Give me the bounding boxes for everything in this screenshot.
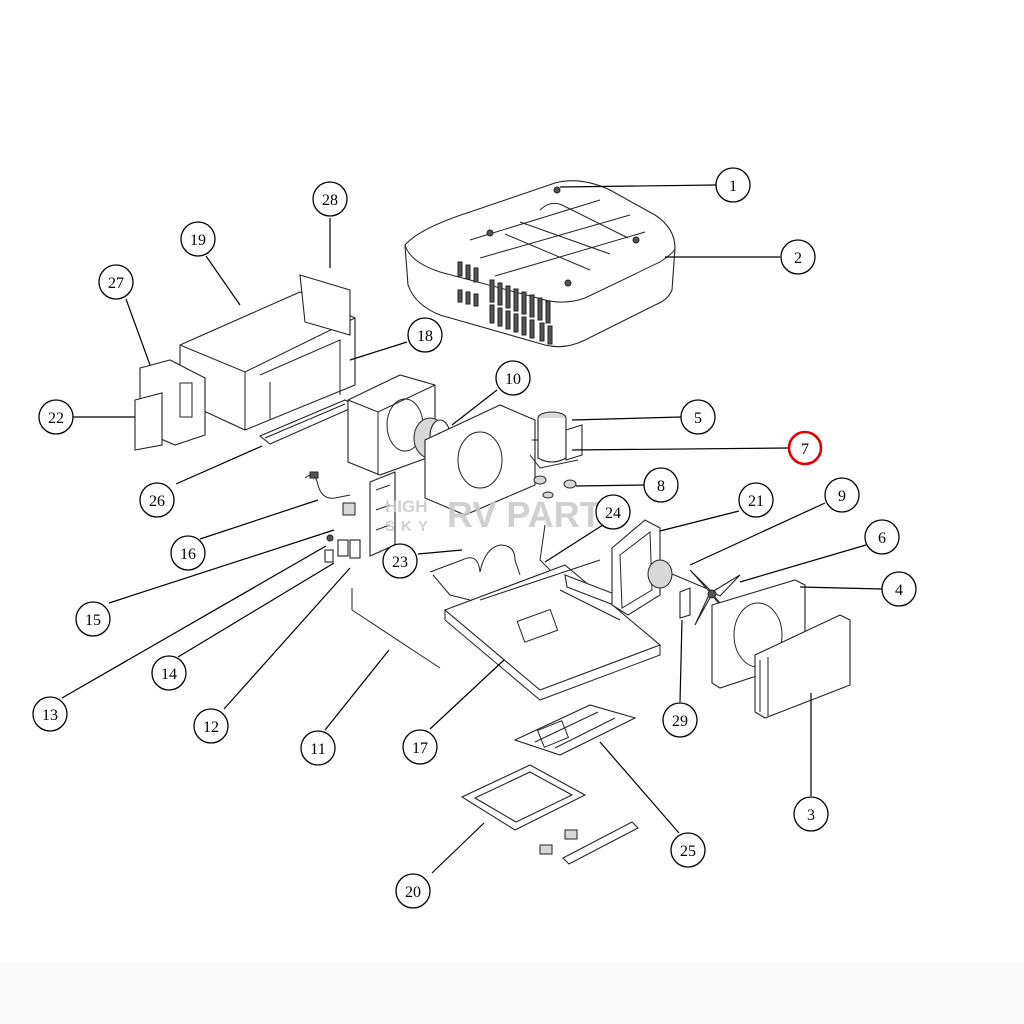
callout-6-label: 6 [878, 530, 886, 547]
callout-13-label: 13 [42, 707, 58, 724]
callout-15-label: 15 [85, 612, 101, 629]
evaporator-housing-part [179, 274, 356, 431]
callout-4[interactable]: 4 [881, 571, 917, 607]
callout-5-label: 5 [694, 410, 702, 427]
foam-pad-part [539, 821, 639, 865]
callout-6[interactable]: 6 [864, 519, 900, 555]
callout-7-label: 7 [801, 441, 809, 458]
callout-21-label: 21 [748, 493, 764, 510]
callout-18[interactable]: 18 [407, 317, 443, 353]
callout-11[interactable]: 11 [300, 730, 336, 766]
callout-25-label: 25 [680, 843, 696, 860]
shroud-cover-part [404, 180, 676, 348]
gasket-part [460, 764, 587, 831]
copper-tubing-part [429, 524, 556, 601]
callout-19[interactable]: 19 [180, 221, 216, 257]
bracket-part [679, 587, 691, 619]
watermark-line2: SKY [385, 518, 434, 535]
callout-1[interactable]: 1 [715, 167, 751, 203]
side-panel-part [134, 359, 206, 451]
callout-7[interactable]: 7 [787, 430, 823, 466]
callout-9[interactable]: 9 [824, 477, 860, 513]
callout-22-label: 22 [48, 410, 64, 427]
watermark-line1: HIGH [385, 497, 428, 516]
callout-16-label: 16 [180, 546, 196, 563]
condenser-motor-part [611, 519, 711, 616]
callout-3-label: 3 [807, 807, 815, 824]
callout-1-label: 1 [729, 178, 737, 195]
callout-8[interactable]: 8 [643, 467, 679, 503]
callout-27[interactable]: 27 [98, 264, 134, 300]
callout-16[interactable]: 16 [170, 535, 206, 571]
callout-24-label: 24 [605, 505, 621, 522]
callout-11-label: 11 [310, 741, 325, 758]
ceiling-plate-part [513, 704, 637, 756]
callout-24[interactable]: 24 [595, 494, 631, 530]
callout-10-label: 10 [505, 371, 521, 388]
callout-28-label: 28 [322, 192, 338, 209]
capacitor-part [324, 534, 361, 563]
callout-29[interactable]: 29 [662, 702, 698, 738]
callout-3[interactable]: 3 [793, 796, 829, 832]
callout-25[interactable]: 25 [670, 832, 706, 868]
callout-12-label: 12 [203, 719, 219, 736]
footer-strip [0, 962, 1024, 1024]
leader-lines [61, 184, 883, 874]
callout-13[interactable]: 13 [32, 696, 68, 732]
callout-8-label: 8 [657, 478, 665, 495]
callout-27-label: 27 [108, 275, 124, 292]
grommet-part [533, 475, 577, 499]
callout-23[interactable]: 23 [382, 543, 418, 579]
callout-18-label: 18 [417, 328, 433, 345]
bulkhead-plate-part [424, 404, 536, 516]
callout-20-label: 20 [405, 884, 421, 901]
condenser-coil-part [754, 614, 851, 719]
callout-26[interactable]: 26 [139, 482, 175, 518]
callout-28[interactable]: 28 [312, 181, 348, 217]
callout-14-label: 14 [161, 666, 177, 683]
rod-part [351, 588, 441, 669]
wiring-harness-part [304, 471, 356, 516]
callout-14[interactable]: 14 [151, 655, 187, 691]
callout-29-label: 29 [672, 713, 688, 730]
callout-19-label: 19 [190, 232, 206, 249]
compressor-part [529, 411, 583, 469]
callout-17[interactable]: 17 [402, 729, 438, 765]
callout-10[interactable]: 10 [495, 360, 531, 396]
callout-21[interactable]: 21 [738, 482, 774, 518]
callout-15[interactable]: 15 [75, 601, 111, 637]
callout-5[interactable]: 5 [680, 399, 716, 435]
callout-4-label: 4 [895, 582, 903, 599]
callout-12[interactable]: 12 [193, 708, 229, 744]
callout-22[interactable]: 22 [38, 399, 74, 435]
callout-2[interactable]: 2 [780, 239, 816, 275]
callout-17-label: 17 [412, 740, 428, 757]
callout-26-label: 26 [149, 493, 165, 510]
callout-2-label: 2 [794, 250, 802, 267]
callout-20[interactable]: 20 [395, 873, 431, 909]
callout-23-label: 23 [392, 554, 408, 571]
callout-9-label: 9 [838, 488, 846, 505]
watermark: HIGH SKY RV PARTS [385, 494, 626, 535]
